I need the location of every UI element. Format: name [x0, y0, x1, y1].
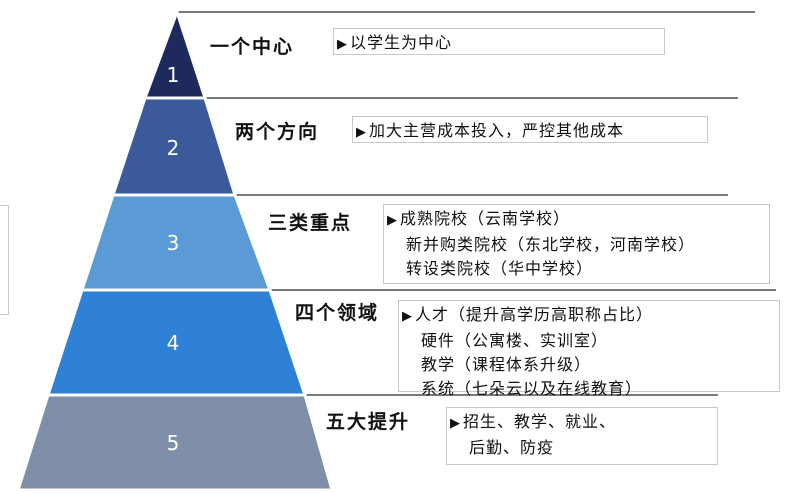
tier-title-2: 两个方向 — [235, 121, 320, 143]
bullet-arrow-icon: ▶ — [356, 125, 367, 140]
tier-box-1: ▶以学生为中心 — [333, 28, 665, 55]
tier-4-line-2: 硬件（公寓楼、实训室） — [421, 331, 609, 350]
bullet-arrow-icon: ▶ — [387, 213, 398, 228]
tier-2-line-1: ▶加大主营成本投入，严控其他成本 — [356, 121, 625, 140]
left-frame-decoration — [0, 205, 9, 315]
bullet-arrow-icon: ▶ — [450, 416, 461, 431]
tier-number-5: 5 — [167, 431, 180, 455]
tier-3-line-2: 新并购类院校（东北学校，河南学校） — [406, 235, 696, 254]
tier-3-line-1: ▶成熟院校（云南学校） — [387, 209, 571, 228]
tier-4-line-4: 系统（七朵云以及在线教育） — [421, 379, 643, 398]
tier-1-line-1: ▶以学生为中心 — [337, 33, 453, 52]
pyramid-tier-5 — [15, 393, 334, 492]
tier-number-1: 1 — [167, 63, 180, 87]
tier-box-5: ▶招生、教学、就业、 后勤、防疫 — [446, 407, 718, 465]
tier-title-3: 三类重点 — [268, 212, 353, 234]
tier-number-3: 3 — [167, 231, 180, 255]
tier-title-4: 四个领域 — [295, 302, 380, 324]
tier-box-3: ▶成熟院校（云南学校） 新并购类院校（东北学校，河南学校） 转设类院校（华中学校… — [383, 204, 770, 284]
bullet-arrow-icon: ▶ — [402, 309, 413, 324]
tier-5-line-2: 后勤、防疫 — [469, 438, 555, 457]
tier-5-line-1: ▶招生、教学、就业、 — [450, 412, 617, 431]
tier-title-5: 五大提升 — [326, 411, 411, 433]
tier-number-2: 2 — [167, 136, 180, 160]
tier-4-line-1: ▶人才（提升高学历高职称占比） — [402, 305, 654, 324]
tier-4-line-3: 教学（课程体系升级） — [421, 355, 592, 374]
tier-3-line-3: 转设类院校（华中学校） — [406, 259, 594, 278]
tier-title-1: 一个中心 — [210, 36, 295, 58]
tier-box-4: ▶人才（提升高学历高职称占比） 硬件（公寓楼、实训室） 教学（课程体系升级） 系… — [398, 300, 780, 398]
tier-box-2: ▶加大主营成本投入，严控其他成本 — [352, 116, 708, 143]
tier-number-4: 4 — [167, 331, 180, 355]
bullet-arrow-icon: ▶ — [337, 37, 348, 52]
